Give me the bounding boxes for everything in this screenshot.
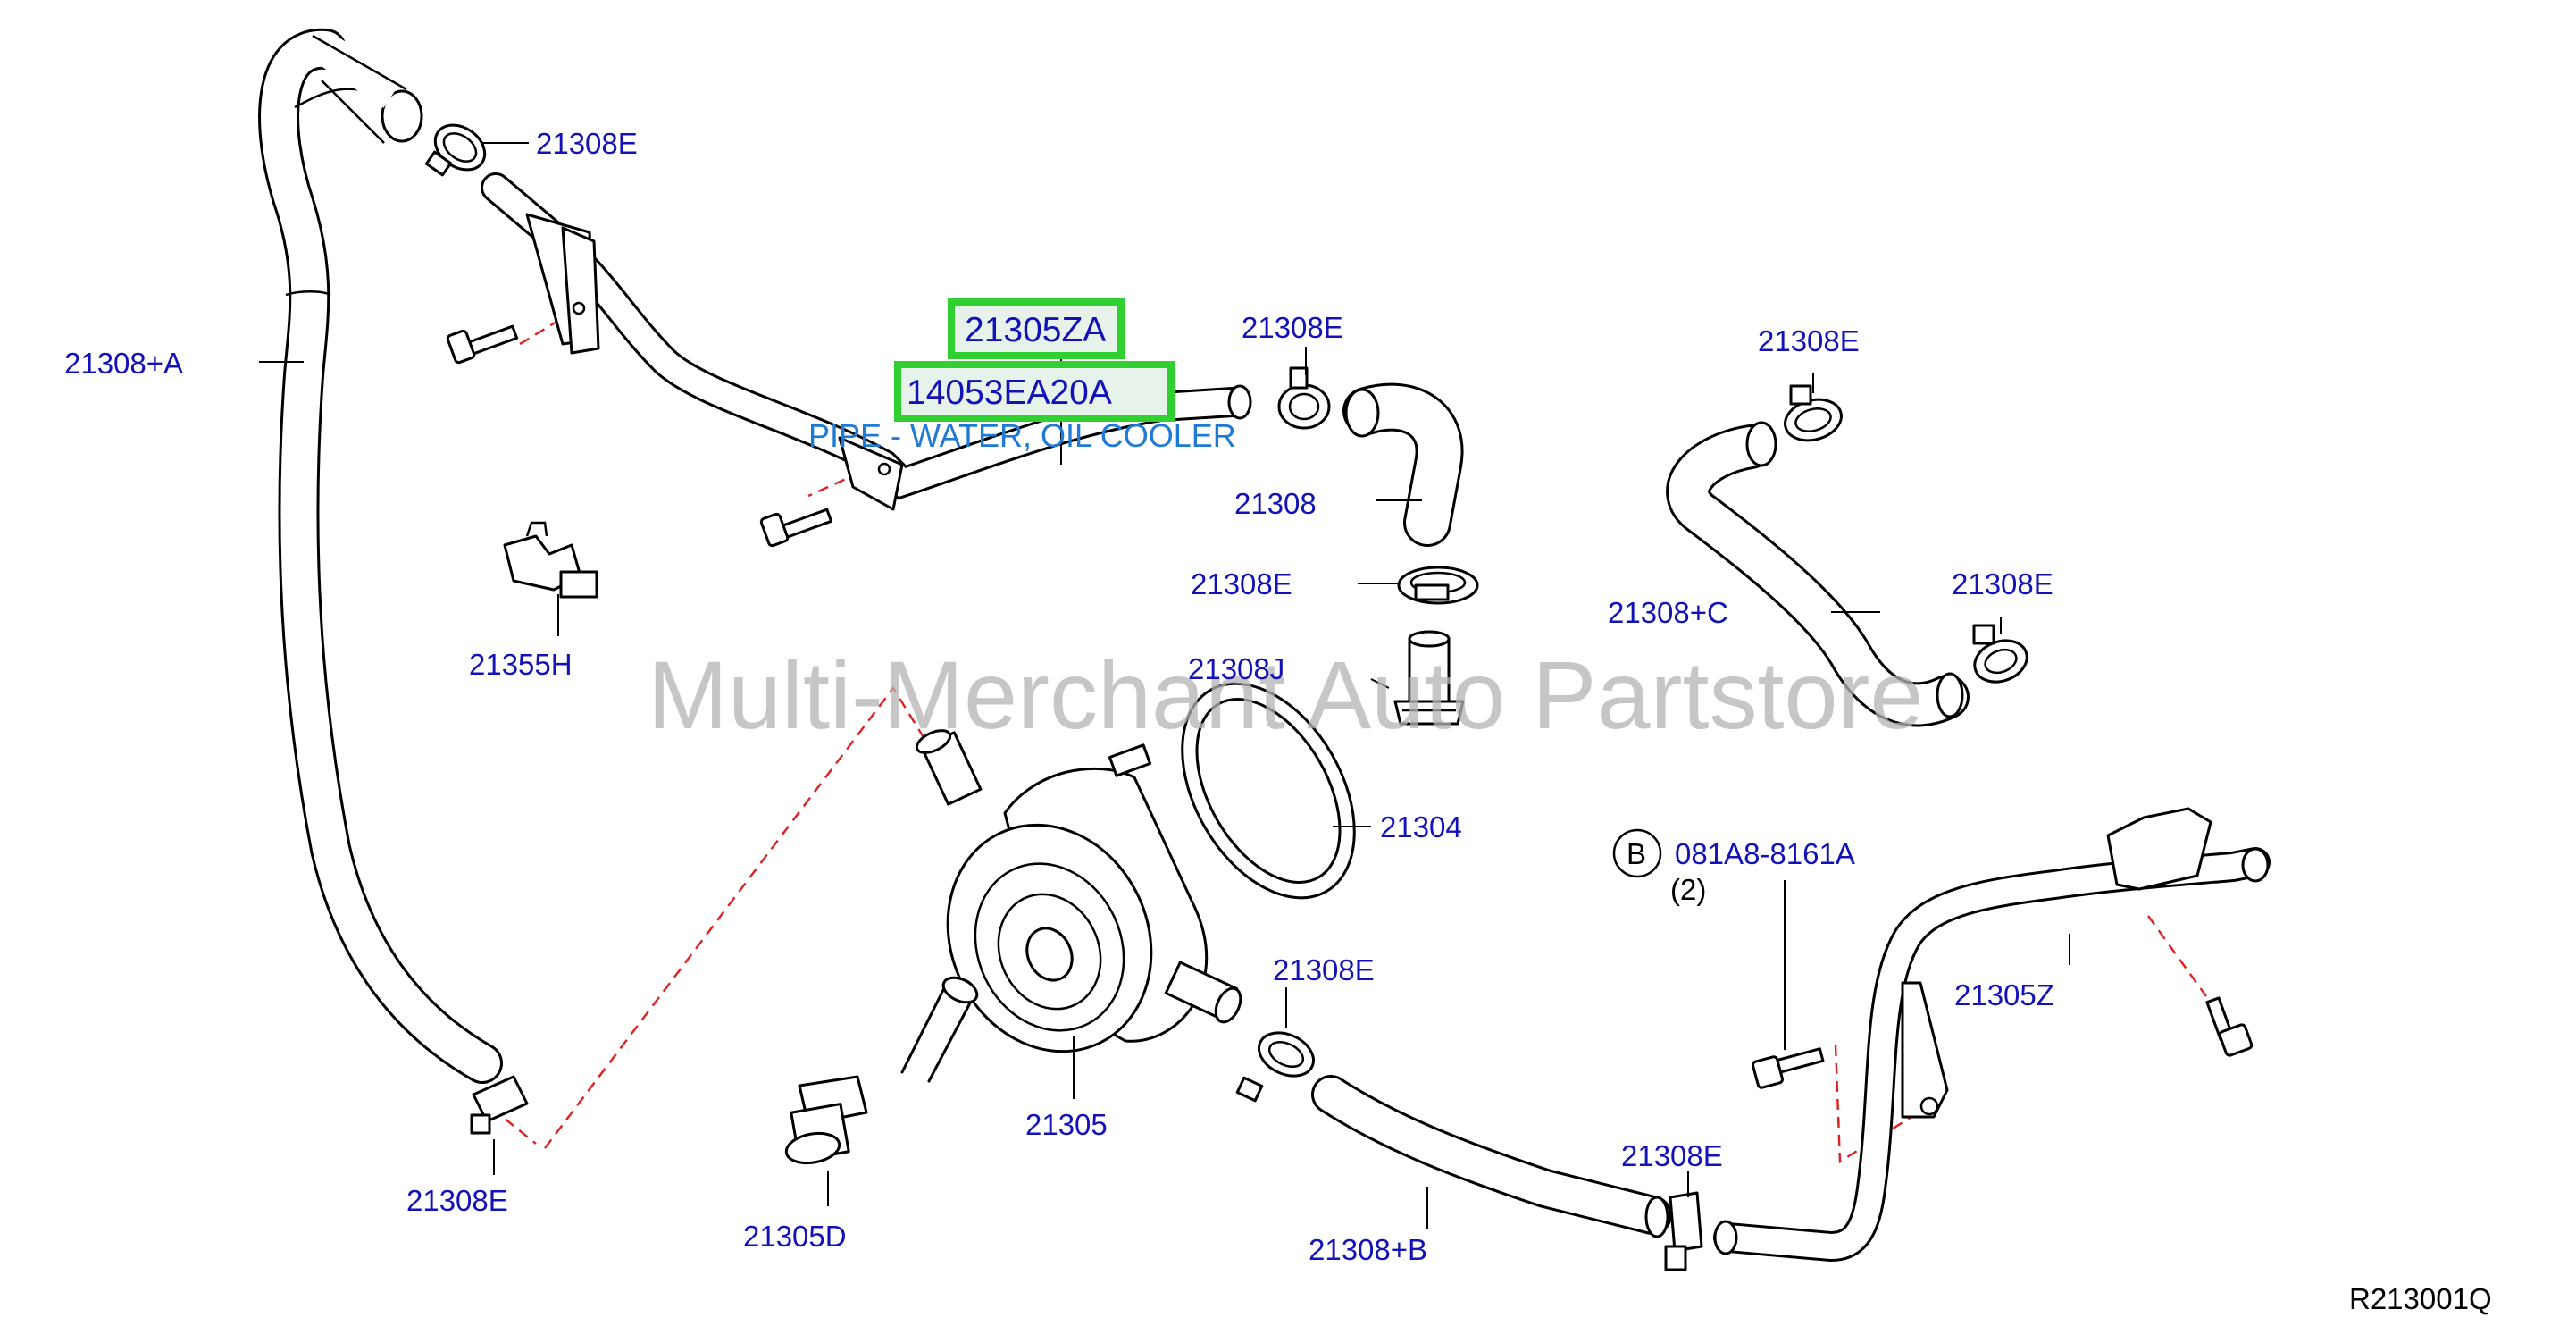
label-cooler-21305[interactable]: 21305 [1025,1108,1108,1141]
gasket-21304[interactable] [1147,653,1390,927]
label-hose-21308[interactable]: 21308 [1234,487,1317,520]
label-clamp-mid-top[interactable]: 21308E [1242,311,1343,344]
clamp-c-bottom-icon[interactable] [1969,624,2032,689]
clamp-mid-top-icon[interactable] [1277,366,1331,430]
pipe-21305z[interactable] [1713,807,2271,1263]
bolt-upper-1-icon [446,324,519,365]
hose-21308-c[interactable] [1666,421,1970,727]
label-clamp-mid[interactable]: 21308E [1191,567,1292,600]
label-clip-21355h[interactable]: 21355H [469,648,573,681]
label-14053ea20a[interactable]: 14053EA20A [907,373,1112,412]
connector-21308j[interactable] [1393,630,1465,726]
label-connector-21308j[interactable]: 21308J [1188,652,1284,685]
hose-21308-a[interactable] [258,28,503,1084]
label-bolt-081a8[interactable]: 081A8-8161A [1675,837,1855,870]
bolt-081a8-icon [1751,1047,1825,1089]
label-21305za[interactable]: 21305ZA [965,311,1106,349]
bolt-callout[interactable]: B 081A8-8161A (2) [1612,828,1855,906]
clamp-bottom-left-icon[interactable] [470,1075,529,1135]
label-clamp-c-bottom[interactable]: 21308E [1952,567,2053,600]
hose-21308-b[interactable] [1311,1075,1672,1238]
clamp-lower-icon[interactable] [1235,1025,1320,1103]
label-clamp-lower[interactable]: 21308E [1273,953,1375,986]
label-clamp-bottom-left[interactable]: 21308E [406,1184,508,1217]
hose-21308[interactable] [1342,382,1464,547]
bolt-upper-2-icon [759,508,833,548]
label-bolt-qty: (2) [1670,873,1706,906]
clip-21355h-icon[interactable] [503,521,598,599]
label-hose-a[interactable]: 21308+A [64,347,183,380]
callout-letter: B [1627,837,1646,870]
pipe-21305za[interactable] [481,172,1252,511]
highlight-box-primary [948,298,1125,359]
label-pipe-21305z[interactable]: 21305Z [1954,978,2054,1011]
label-connector-21305d[interactable]: 21305D [743,1220,847,1253]
part-description: PIPE - WATER, OIL COOLER [808,417,1236,454]
label-clamp-bottom-right[interactable]: 21308E [1621,1139,1723,1172]
label-clamp-top[interactable]: 21308E [536,127,638,160]
clamp-mid-icon[interactable] [1397,566,1479,605]
clamp-top-icon[interactable] [424,116,493,179]
callout-circle [1612,828,1662,878]
connector-21305d[interactable] [784,973,982,1167]
oil-cooler-21305[interactable] [911,726,1245,1085]
label-gasket-21304[interactable]: 21304 [1380,810,1462,843]
clamp-bottom-right-icon[interactable] [1664,1191,1703,1271]
diagram-id: R213001Q [2349,1282,2492,1315]
leader-lines [259,142,2070,1229]
label-clamp-c-top[interactable]: 21308E [1758,324,1860,357]
bolt-right-icon [2205,996,2254,1057]
label-hose-b[interactable]: 21308+B [1309,1233,1427,1266]
highlight-box-secondary [894,361,1175,422]
clamp-c-top-icon[interactable] [1780,384,1845,447]
label-hose-c[interactable]: 21308+C [1608,596,1728,629]
watermark-text: Multi-Merchant Auto Partstore [648,641,1924,749]
